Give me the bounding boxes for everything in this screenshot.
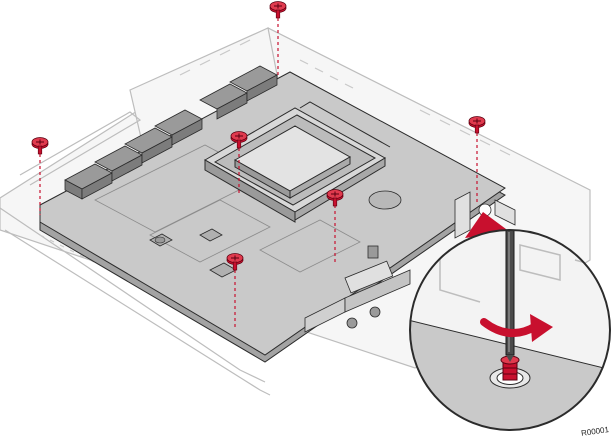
board-mount-hole [369,191,401,209]
screwdriver-icon [506,230,514,362]
screw-icon [270,2,286,19]
screw-icon [32,138,48,155]
